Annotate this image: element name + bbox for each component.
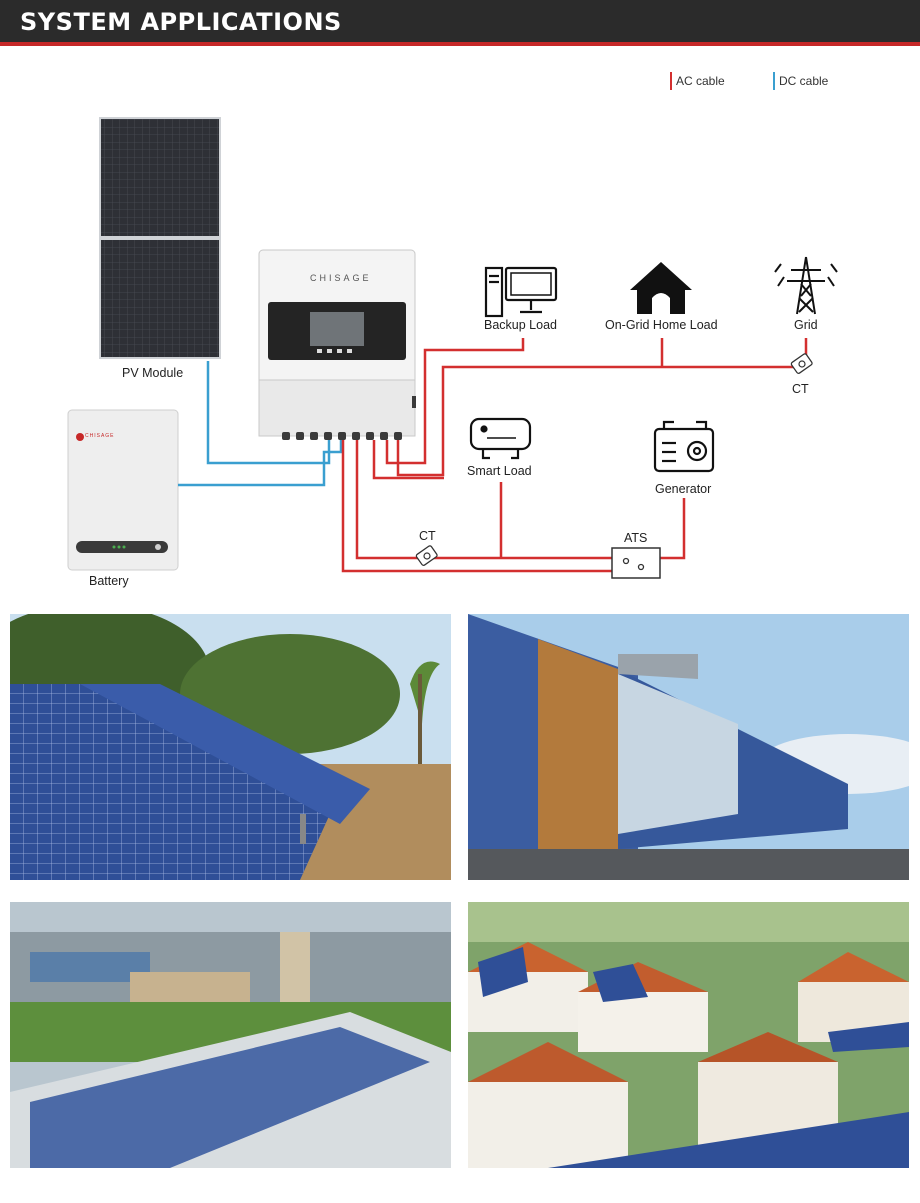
label-generator: Generator [655, 482, 712, 496]
header-accent-line [0, 42, 920, 46]
computer-icon [484, 266, 558, 318]
legend-ac-cable: AC cable [670, 72, 725, 90]
ac-cable-swatch [670, 72, 672, 90]
battery-unit [67, 409, 179, 571]
label-ct-grid: CT [792, 382, 809, 396]
label-ats: ATS [624, 531, 648, 545]
label-ct-lower: CT [419, 529, 436, 543]
ac-cables [341, 338, 808, 573]
inverter-brand: CHISAGE [310, 273, 372, 283]
dc-cables [178, 361, 343, 487]
dc-cable-swatch [773, 72, 775, 90]
ct-sensor-grid [790, 353, 813, 374]
water-heater-icon [469, 417, 532, 460]
label-backup-load: Backup Load [484, 318, 557, 332]
system-diagram [67, 117, 838, 579]
pv-module [99, 117, 221, 359]
battery-brand: CHISAGE [85, 433, 115, 439]
hybrid-inverter [258, 249, 416, 440]
ats-switch [611, 547, 661, 579]
ct-sensor-lower [415, 545, 438, 566]
photo-residential-rooftop-solar [468, 902, 909, 1168]
label-pv-module: PV Module [122, 366, 184, 380]
photo-building-facade-solar [468, 614, 909, 880]
label-smart-load: Smart Load [467, 464, 532, 478]
photo-ground-mounted-solar [10, 614, 451, 880]
legend-dc-label: DC cable [779, 74, 829, 88]
power-tower-icon [774, 256, 838, 315]
photo-industrial-rooftop-solar [10, 902, 451, 1168]
label-on-grid-home-load: On-Grid Home Load [605, 318, 718, 332]
label-grid: Grid [794, 318, 818, 332]
header-bar: SYSTEM APPLICATIONS [0, 0, 920, 46]
label-battery: Battery [89, 574, 129, 588]
legend-dc-cable: DC cable [773, 72, 828, 90]
generator-icon [653, 420, 715, 473]
legend-ac-label: AC cable [676, 74, 725, 88]
page-title: SYSTEM APPLICATIONS [20, 8, 342, 36]
house-icon [630, 262, 692, 314]
